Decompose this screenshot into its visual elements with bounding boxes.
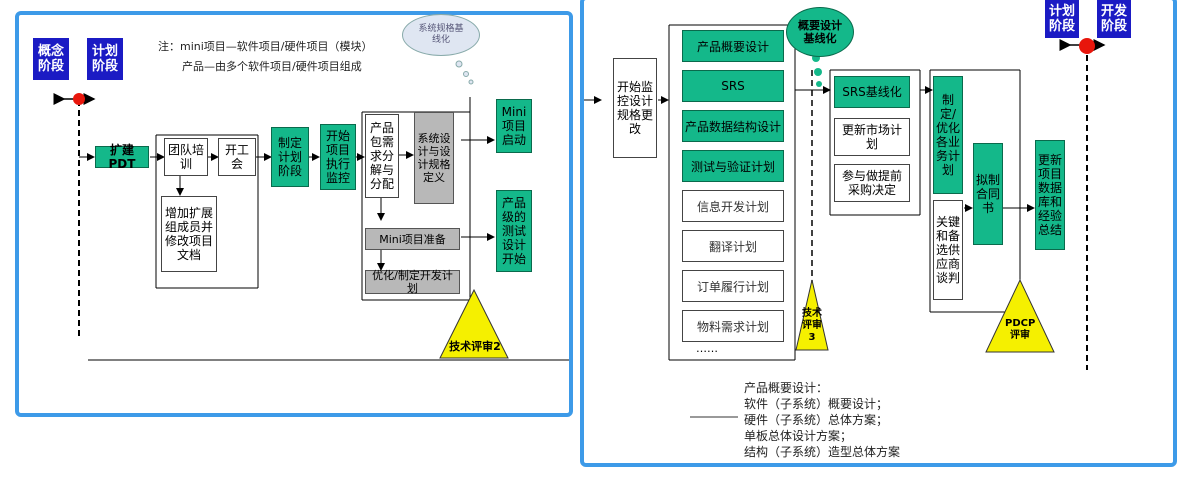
note-line-2: 产品—由多个软件项目/硬件项目组成: [182, 60, 362, 73]
optimize-plan-box[interactable]: 优化/制定开发计划: [365, 269, 460, 295]
review-triangle-3: [795, 279, 829, 351]
mini-prep-box[interactable]: Mini项目准备: [365, 228, 460, 250]
list-item[interactable]: 订单履行计划: [682, 270, 784, 302]
pdcp-review-label: PDCP评审: [1005, 318, 1036, 341]
make-biz-plan-box[interactable]: 制定/优化各业务计划: [933, 76, 963, 194]
procurement-box[interactable]: 参与做提前采购决定: [834, 164, 910, 202]
phase-plan-right: 计划阶段: [1045, 0, 1079, 38]
start-exec-box[interactable]: 开始项目执行监控: [320, 124, 356, 190]
list-item[interactable]: 物料需求计划: [682, 310, 784, 342]
left-panel-frame: [15, 11, 573, 417]
start-monitor-box[interactable]: 开始监控设计规格更改: [613, 58, 657, 158]
list-more: ……: [696, 342, 718, 355]
milestone-marker-right: [1079, 38, 1095, 54]
draft-contract-box[interactable]: 拟制合同书: [973, 143, 1003, 245]
expand-pdt-box[interactable]: 扩建PDT: [95, 143, 149, 171]
list-item[interactable]: SRS: [682, 70, 784, 102]
right-panel-frame: [580, 0, 1177, 467]
list-item[interactable]: 产品概要设计: [682, 30, 784, 62]
baseline-cloud-left: 系统规格基线化: [402, 14, 480, 56]
list-item[interactable]: 产品数据结构设计: [682, 110, 784, 142]
footer-line: 单板总体设计方案；: [744, 429, 853, 443]
list-item[interactable]: 翻译计划: [682, 230, 784, 262]
note-line-1: 注：mini项目—软件项目/硬件项目（模块）: [158, 40, 373, 53]
footer-line: 硬件（子系统）总体方案；: [744, 413, 889, 427]
footer-line: 产品概要设计：: [744, 381, 829, 395]
review2-label: 技术评审2: [449, 340, 501, 353]
phase-plan-left: 计划阶段: [87, 38, 123, 80]
phase-dev: 开发阶段: [1097, 0, 1131, 38]
kickoff-box[interactable]: 开工会: [218, 138, 256, 176]
update-market-box[interactable]: 更新市场计划: [834, 118, 910, 156]
product-test-box[interactable]: 产品级的测试设计开始: [496, 190, 532, 272]
phase-concept: 概念阶段: [33, 38, 69, 80]
footer-line: 结构（子系统）造型总体方案: [744, 445, 901, 459]
team-training-box[interactable]: 团队培训: [164, 138, 208, 176]
update-db-box[interactable]: 更新项目数据库和经验总结: [1035, 140, 1065, 250]
footer-notes: 产品概要设计： 软件（子系统）概要设计； 硬件（子系统）总体方案； 单板总体设计…: [744, 380, 900, 460]
footer-line: 软件（子系统）概要设计；: [744, 397, 889, 411]
milestone-marker-left: [73, 93, 85, 105]
make-plan-box[interactable]: 制定计划阶段: [271, 127, 309, 187]
mini-start-box[interactable]: Mini项目启动: [496, 99, 532, 153]
key-suppliers-box[interactable]: 关键和备选供应商谈判: [933, 200, 963, 300]
list-item[interactable]: 测试与验证计划: [682, 150, 784, 182]
product-decompose-box[interactable]: 产品包需求分解与分配: [365, 114, 399, 198]
baseline-cloud-right: 概要设计基线化: [786, 7, 854, 57]
review-triangle-pdcp: [985, 278, 1055, 353]
review-triangle-left: [439, 288, 509, 359]
srs-baseline-box[interactable]: SRS基线化: [834, 76, 910, 108]
list-item[interactable]: 信息开发计划: [682, 190, 784, 222]
review3-label: 技术评审3: [802, 308, 822, 343]
add-members-box[interactable]: 增加扩展组成员并修改项目文档: [161, 196, 217, 272]
system-design-box[interactable]: 系统设计与设计规格定义: [414, 112, 454, 204]
